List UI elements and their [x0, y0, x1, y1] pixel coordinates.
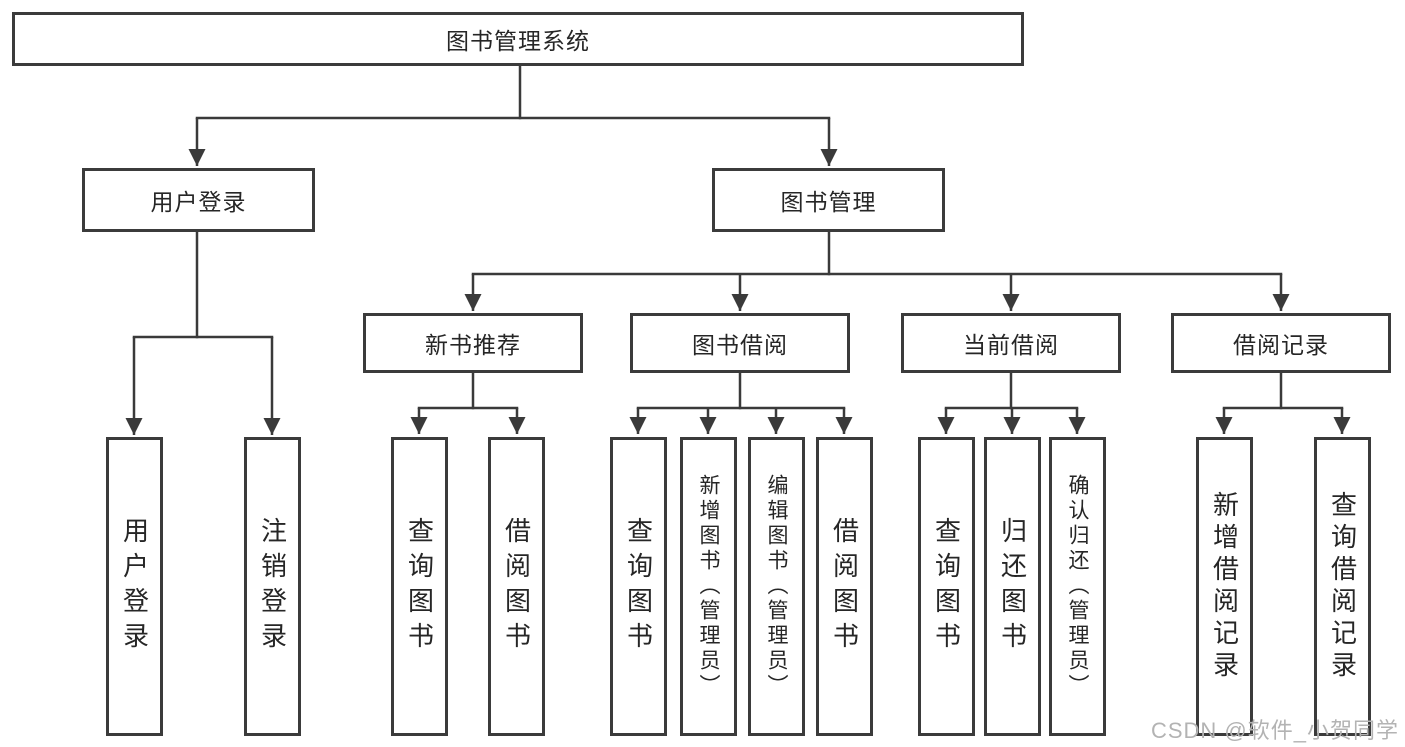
leaf-confirm-return-admin: 确认归还（管理员） — [1049, 437, 1106, 736]
leaf-edit-book-admin: 编辑图书（管理员） — [748, 437, 805, 736]
csdn-watermark: CSDN @软件_小贺同学 — [1150, 718, 1399, 743]
leaf-query-borrow-record: 查询借阅记录 — [1314, 437, 1371, 736]
node-book-management: 图书管理 — [712, 168, 945, 232]
leaf-query-books-borrowing: 查询图书 — [610, 437, 667, 736]
leaf-add-book-admin: 新增图书（管理员） — [680, 437, 737, 736]
leaf-borrow-books-borrowing: 借阅图书 — [816, 437, 873, 736]
leaf-add-borrow-record: 新增借阅记录 — [1196, 437, 1253, 736]
leaf-user-login: 用户登录 — [106, 437, 163, 736]
node-new-book-recommend: 新书推荐 — [363, 313, 583, 373]
leaf-logout: 注销登录 — [244, 437, 301, 736]
leaf-query-books-current: 查询图书 — [918, 437, 975, 736]
node-book-borrowing: 图书借阅 — [630, 313, 850, 373]
node-root-system: 图书管理系统 — [12, 12, 1024, 66]
leaf-return-book: 归还图书 — [984, 437, 1041, 736]
leaf-query-books-recommend: 查询图书 — [391, 437, 448, 736]
node-current-borrowing: 当前借阅 — [901, 313, 1121, 373]
leaf-borrow-books-recommend: 借阅图书 — [488, 437, 545, 736]
node-borrow-records: 借阅记录 — [1171, 313, 1391, 373]
node-user-login: 用户登录 — [82, 168, 315, 232]
